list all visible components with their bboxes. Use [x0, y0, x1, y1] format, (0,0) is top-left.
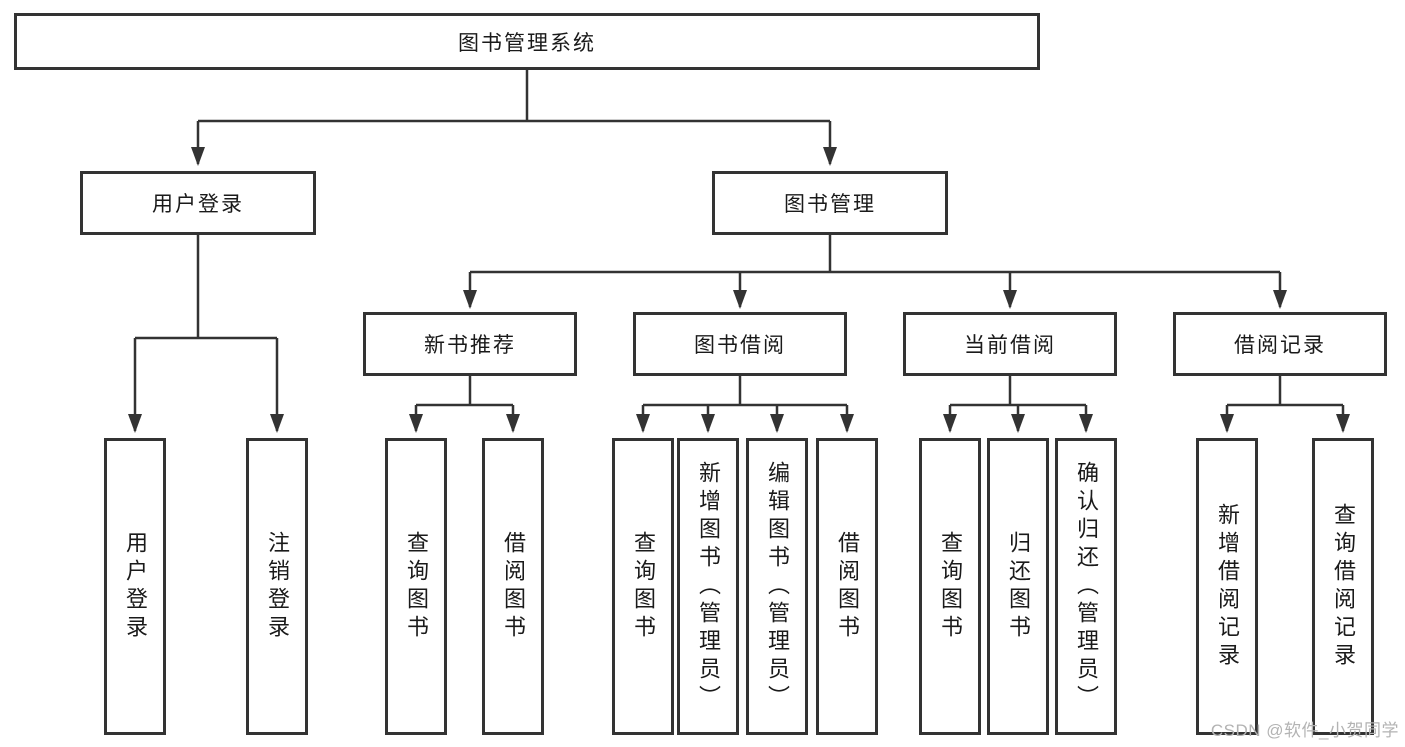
leaf-edit-books-admin: 编辑图书（管理员）	[746, 438, 808, 735]
leaf-query-borrow-record-label: 查询借阅记录	[1331, 502, 1356, 671]
node-book-management: 图书管理	[712, 171, 948, 235]
leaf-query-borrow-record: 查询借阅记录	[1312, 438, 1374, 735]
leaf-return-books-label: 归还图书	[1006, 530, 1031, 643]
leaf-logout-label: 注销登录	[265, 530, 290, 643]
node-new-book-recommend: 新书推荐	[363, 312, 577, 376]
leaf-add-books-admin: 新增图书（管理员）	[677, 438, 739, 735]
node-book-borrowing: 图书借阅	[633, 312, 847, 376]
leaf-query-books-recommend-label: 查询图书	[404, 530, 429, 643]
leaf-add-borrow-record-label: 新增借阅记录	[1215, 502, 1240, 671]
leaf-borrow-books-label: 借阅图书	[835, 530, 860, 643]
leaf-confirm-return-admin-label: 确认归还（管理员）	[1074, 460, 1099, 713]
leaf-logout: 注销登录	[246, 438, 308, 735]
leaf-query-books-borrowing: 查询图书	[612, 438, 674, 735]
node-user-login: 用户登录	[80, 171, 316, 235]
leaf-add-books-admin-label: 新增图书（管理员）	[696, 460, 721, 713]
csdn-watermark: CSDN @软件_小贺同学	[1210, 721, 1399, 740]
leaf-user-login: 用户登录	[104, 438, 166, 735]
leaf-add-borrow-record: 新增借阅记录	[1196, 438, 1258, 735]
leaf-user-login-label: 用户登录	[123, 530, 148, 643]
node-book-management-label: 图书管理	[784, 193, 876, 216]
node-book-borrowing-label: 图书借阅	[694, 334, 786, 357]
leaf-query-books-current: 查询图书	[919, 438, 981, 735]
leaf-borrow-books: 借阅图书	[816, 438, 878, 735]
node-current-borrowing: 当前借阅	[903, 312, 1117, 376]
node-current-borrowing-label: 当前借阅	[964, 334, 1056, 357]
node-user-login-label: 用户登录	[152, 193, 244, 216]
leaf-borrow-books-recommend-label: 借阅图书	[501, 530, 526, 643]
leaf-query-books-borrowing-label: 查询图书	[631, 530, 656, 643]
leaf-borrow-books-recommend: 借阅图书	[482, 438, 544, 735]
node-root-system: 图书管理系统	[14, 13, 1040, 70]
leaf-edit-books-admin-label: 编辑图书（管理员）	[765, 460, 790, 713]
node-new-book-recommend-label: 新书推荐	[424, 334, 516, 357]
leaf-query-books-current-label: 查询图书	[938, 530, 963, 643]
node-borrowing-records: 借阅记录	[1173, 312, 1387, 376]
leaf-query-books-recommend: 查询图书	[385, 438, 447, 735]
leaf-return-books: 归还图书	[987, 438, 1049, 735]
leaf-confirm-return-admin: 确认归还（管理员）	[1055, 438, 1117, 735]
node-borrowing-records-label: 借阅记录	[1234, 334, 1326, 357]
node-root-system-label: 图书管理系统	[458, 31, 596, 55]
